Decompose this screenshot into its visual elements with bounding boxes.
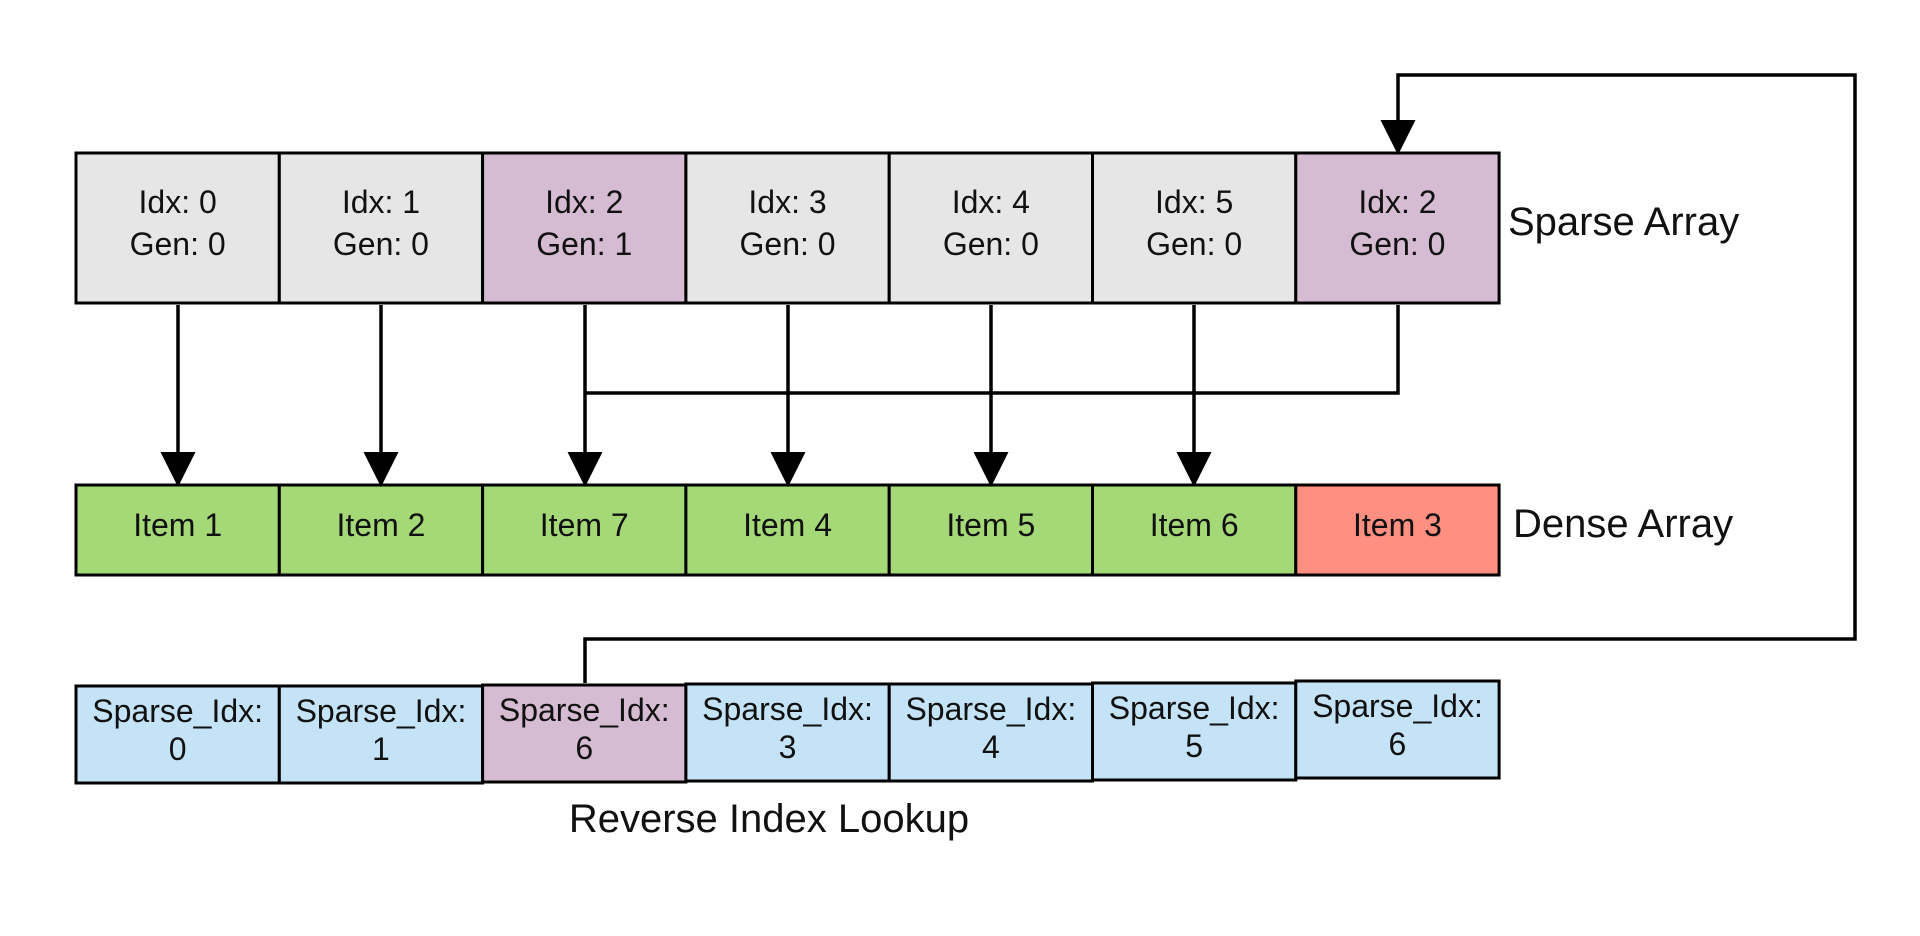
reverse-cell-box	[1091, 681, 1298, 782]
sparse-cell: Idx: 5 Gen: 0	[1091, 151, 1298, 305]
dense-cell: Item 2	[277, 483, 485, 577]
reverse-cell: Sparse_Idx:6	[1294, 679, 1501, 780]
dense-cell-label: Item 2	[336, 507, 425, 543]
reverse-cell-line1: Sparse_Idx:	[1109, 690, 1280, 726]
reverse-cell-line2: 0	[169, 731, 187, 767]
dense-array-label: Dense Array	[1513, 502, 1733, 546]
dense-cell-box	[277, 483, 485, 577]
reverse-cell: Sparse_Idx:6	[481, 683, 688, 784]
sparse-cell-idx: Idx: 1	[342, 184, 420, 220]
dense-cell-label: Item 7	[540, 507, 629, 543]
sparse-cell-idx: Idx: 4	[952, 184, 1030, 220]
dense-cell: Item 6	[1091, 483, 1298, 577]
sparse-cell-gen: Gen: 0	[740, 226, 836, 262]
reverse-cell-box	[277, 684, 485, 785]
reverse-cell-line2: 6	[575, 730, 593, 766]
dense-cell-box	[74, 483, 281, 577]
sparse-cell-box	[277, 151, 485, 305]
reverse-cell-line1: Sparse_Idx:	[1312, 688, 1483, 724]
dense-cell-box	[1294, 483, 1501, 577]
dense-cell: Item 5	[887, 483, 1095, 577]
dense-cell-box	[1091, 483, 1298, 577]
dense-cell-label: Item 3	[1353, 507, 1442, 543]
reverse-cell-line1: Sparse_Idx:	[905, 691, 1076, 727]
reverse-lookup-row: Sparse_Idx:0Sparse_Idx:1Sparse_Idx:6Spar…	[74, 679, 1501, 785]
sparse-cell: Idx: 4 Gen: 0	[887, 151, 1095, 305]
sparse-cell-box	[1091, 151, 1298, 305]
sparse-cell-gen: Gen: 0	[130, 226, 226, 262]
sparse-cell-box	[481, 151, 688, 305]
sparse-cell-idx: Idx: 2	[1358, 184, 1436, 220]
sparse-cell: Idx: 0 Gen: 0	[74, 151, 281, 305]
dense-cell-box	[481, 483, 688, 577]
sparse-cell: Idx: 2 Gen: 1	[481, 151, 688, 305]
sparse-cell-idx: Idx: 2	[545, 184, 623, 220]
sparse-cell-gen: Gen: 1	[536, 226, 632, 262]
sparse-array-label: Sparse Array	[1508, 200, 1739, 244]
reverse-cell-line2: 5	[1185, 728, 1203, 764]
reverse-cell-line2: 3	[779, 729, 797, 765]
reverse-lookup-label: Reverse Index Lookup	[569, 797, 969, 841]
sparse-cell-gen: Gen: 0	[1146, 226, 1242, 262]
connectors	[160, 73, 1857, 683]
reverse-cell-box	[887, 682, 1095, 783]
sparse-cell-gen: Gen: 0	[1349, 226, 1445, 262]
sparse-cell-idx: Idx: 5	[1155, 184, 1233, 220]
sparse-cell-box	[74, 151, 281, 305]
dense-array-row: Item 1 Item 2 Item 7 Item 4 Item 5 Item 6 Item…	[74, 483, 1501, 577]
reverse-cell: Sparse_Idx:0	[74, 684, 281, 785]
sparse-cell-idx: Idx: 0	[139, 184, 217, 220]
sparse-cell-idx: Idx: 3	[748, 184, 826, 220]
dense-cell-label: Item 5	[946, 507, 1035, 543]
dense-cell-label: Item 6	[1150, 507, 1239, 543]
arrow-reverse-lookup-to-sparse-6	[583, 73, 1857, 683]
dense-cell: Item 4	[684, 483, 891, 577]
sparse-cell: Idx: 1 Gen: 0	[277, 151, 485, 305]
reverse-cell: Sparse_Idx:5	[1091, 681, 1298, 782]
reverse-cell-line1: Sparse_Idx:	[296, 693, 467, 729]
dense-cell: Item 1	[74, 483, 281, 577]
sparse-cell: Idx: 2 Gen: 0	[1294, 151, 1501, 305]
reverse-cell-line1: Sparse_Idx:	[702, 691, 873, 727]
sparse-cell-gen: Gen: 0	[333, 226, 429, 262]
reverse-cell: Sparse_Idx:1	[277, 684, 485, 785]
reverse-cell: Sparse_Idx:4	[887, 682, 1095, 783]
connector-sparse-6-to-dense-2	[585, 305, 1400, 395]
reverse-cell-line1: Sparse_Idx:	[499, 692, 670, 728]
sparse-cell-gen: Gen: 0	[943, 226, 1039, 262]
reverse-cell-line2: 6	[1389, 726, 1407, 762]
dense-cell-label: Item 1	[133, 507, 222, 543]
sparse-cell-box	[1294, 151, 1501, 305]
dense-cell: Item 7	[481, 483, 688, 577]
sparse-cell-box	[887, 151, 1095, 305]
reverse-cell-box	[481, 683, 688, 784]
reverse-cell-line1: Sparse_Idx:	[92, 693, 263, 729]
dense-cell: Item 3	[1294, 483, 1501, 577]
sparse-cell: Idx: 3 Gen: 0	[684, 151, 891, 305]
reverse-cell: Sparse_Idx:3	[684, 682, 891, 783]
dense-cell-box	[887, 483, 1095, 577]
reverse-cell-line2: 4	[982, 729, 1000, 765]
dense-cell-label: Item 4	[743, 507, 832, 543]
reverse-cell-box	[684, 682, 891, 783]
reverse-cell-box	[1294, 679, 1501, 780]
reverse-cell-line2: 1	[372, 731, 390, 767]
